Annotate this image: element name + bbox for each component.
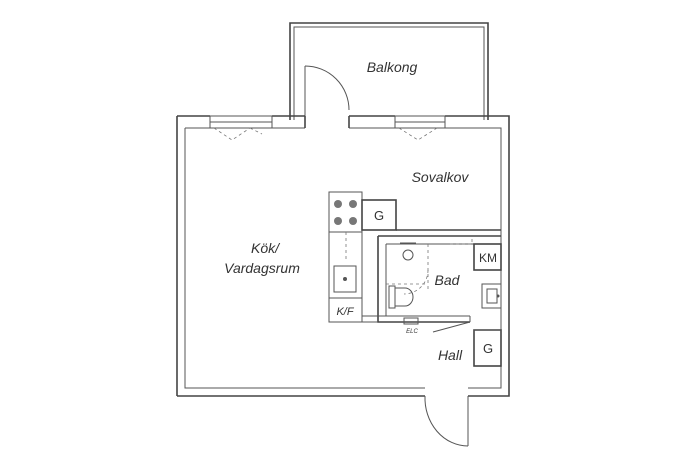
balcony-outline: [289, 22, 489, 120]
wardrobe-hall-label: G: [483, 341, 493, 356]
room-label-kok: Kök/: [251, 240, 281, 256]
window-left: [209, 115, 273, 141]
electric-cabinet-icon: [403, 317, 419, 325]
fridge-label: K/F: [336, 306, 354, 318]
washing-machine: [450, 238, 502, 271]
toilet-icon: [388, 285, 414, 309]
wardrobe-hall: [473, 329, 502, 367]
room-label-bad: Bad: [435, 272, 461, 288]
wardrobe-upper-label: G: [374, 208, 384, 223]
room-label-sovalkov: Sovalkov: [412, 169, 470, 185]
balcony-door-swing: [304, 65, 350, 120]
electric-label: ELC: [406, 329, 418, 335]
room-label-hall: Hall: [438, 347, 463, 363]
window-right: [394, 115, 446, 141]
bath-sink-icon: [481, 283, 502, 309]
shower-icon: [386, 242, 429, 295]
washer-label: KM: [479, 251, 497, 265]
bathroom-walls: [362, 235, 501, 323]
wardrobe-upper: [361, 199, 397, 231]
room-label-balkong: Balkong: [367, 59, 418, 75]
stove-icon: [328, 191, 363, 233]
entrance-door: [424, 395, 469, 447]
room-label-vardagsrum: Vardagsrum: [224, 260, 300, 276]
kitchen-counter: [328, 191, 363, 323]
sink-icon: [333, 265, 357, 293]
outer-walls: [176, 115, 510, 397]
bathroom-door: [432, 316, 471, 333]
